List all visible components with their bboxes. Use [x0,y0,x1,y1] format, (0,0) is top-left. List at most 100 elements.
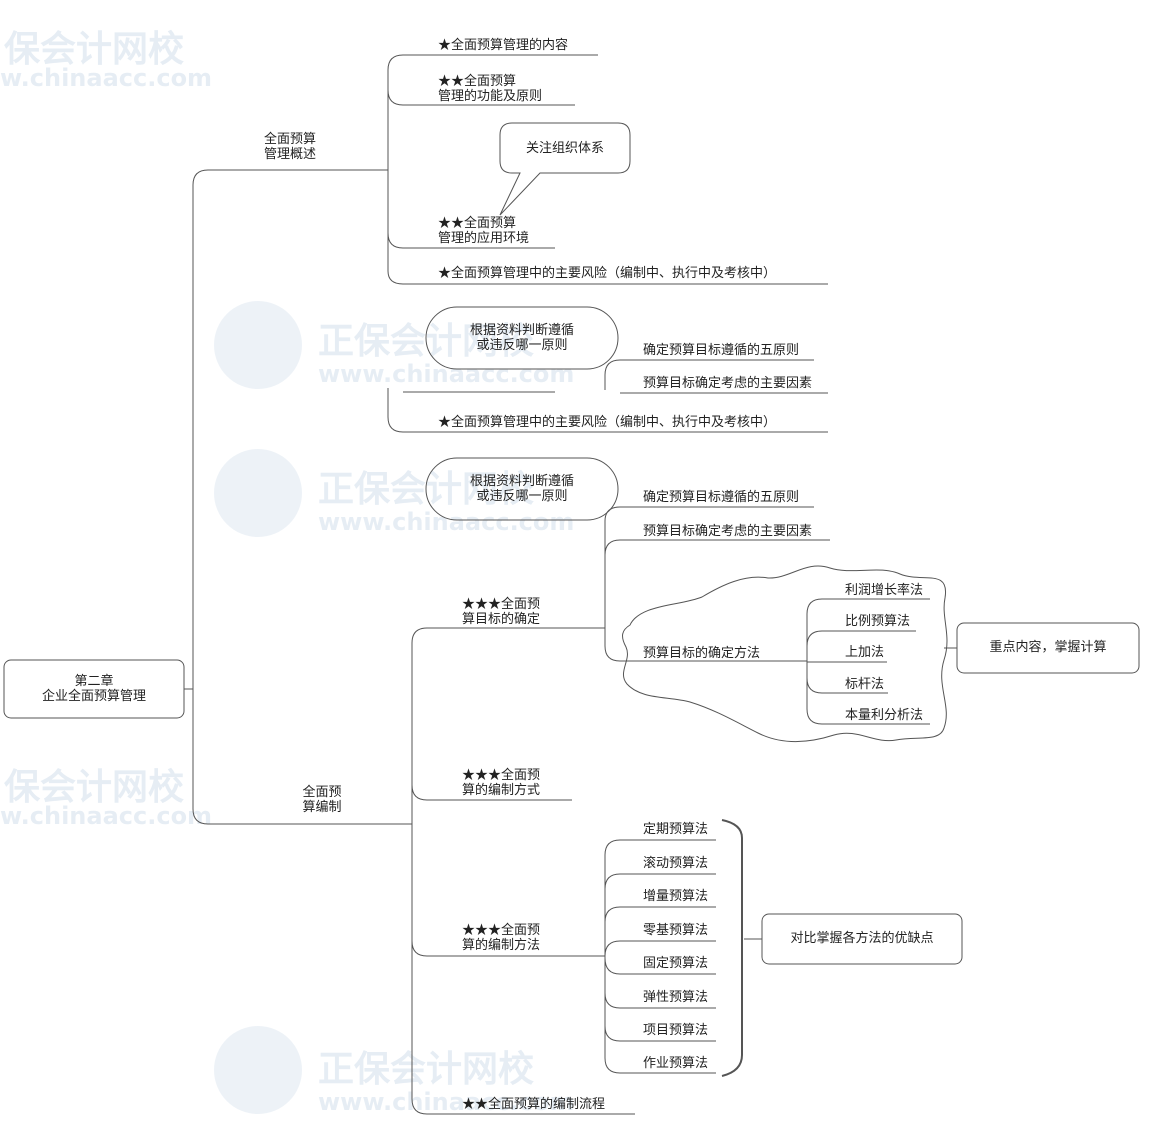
watermark-site: www.chinaacc.com [318,508,575,536]
note-text: 对比掌握各方法的优缺点 [790,931,934,946]
bracket-shape [721,819,743,1077]
method-list-item[interactable]: 项目预算法 [643,1023,709,1038]
connector [411,627,605,644]
method-list-item[interactable]: 增量预算法 [643,889,709,904]
note-box [956,622,1140,674]
connector [604,506,814,522]
ghost-item-factors[interactable]: 预算目标确定考虑的主要因素 [643,376,813,391]
connector [604,992,716,1009]
node-label: 全面预算 [263,132,316,147]
connector [192,169,388,186]
node-label: 算的编制方法 [462,938,541,953]
node-label: 算的编制方式 [462,783,541,798]
root-node[interactable]: 第二章 企业全面预算管理 [4,674,184,704]
node-label: 全面预 [302,785,342,800]
connector [387,270,828,285]
compile-node[interactable]: 全面预 算编制 [272,785,372,815]
ghost-item-principles[interactable]: 确定预算目标遵循的五原则 [643,343,800,358]
node-label: ★★全面预算 [438,216,517,231]
note-text: 重点内容，掌握计算 [989,640,1107,655]
goal-node[interactable]: ★★★全面预 算目标的确定 [462,597,540,627]
overview-item-environment[interactable]: ★★全面预算 管理的应用环境 [438,216,529,246]
bubble-text: 根据资料判断遵循 或违反哪一原则 [426,474,618,504]
overview-item-function[interactable]: ★★全面预算 管理的功能及原则 [438,74,542,104]
connector [387,54,598,71]
method-list-item[interactable]: 固定预算法 [643,956,709,971]
node-label: 算目标的确定 [462,612,541,627]
node-label: 管理的功能及原则 [438,89,543,104]
rounded-bubble [425,457,619,521]
goal-item-methods[interactable]: 预算目标的确定方法 [643,646,761,661]
connector [411,940,605,957]
method-add-up[interactable]: 上加法 [845,645,885,660]
method-list-item[interactable]: 弹性预算法 [643,990,709,1005]
node-label: ★★全面预算 [438,74,517,89]
method-profit-growth[interactable]: 利润增长率法 [845,583,924,598]
note-box [761,913,963,965]
cloud-shape [622,565,948,742]
node-label: 或违反哪一原则 [476,338,568,353]
connector [411,643,635,1115]
method-list-item[interactable]: 零基预算法 [643,923,709,938]
overview-item-risk[interactable]: ★全面预算管理中的主要风险（编制中、执行中及考核中） [438,266,777,281]
ghost-item-risk[interactable]: ★全面预算管理中的主要风险（编制中、执行中及考核中） [438,415,777,430]
node-label: 根据资料判断遵循 [469,474,574,489]
connector [604,940,716,957]
node-label: ★★★全面预 [462,597,541,612]
connector [604,873,716,890]
connector [192,185,412,825]
watermark-brand: 保会计网校 [4,29,185,70]
method-ratio[interactable]: 比例预算法 [845,614,911,629]
method-list-item[interactable]: 滚动预算法 [643,856,709,871]
watermark-site: w.chinaacc.com [0,802,213,830]
way-node[interactable]: ★★★全面预 算的编制方式 [462,768,540,798]
connector [604,521,807,662]
connector [806,677,888,694]
node-label: 管理的应用环境 [438,231,530,246]
method-list-item[interactable]: 定期预算法 [643,822,709,837]
watermark-logo-icon [214,301,302,1114]
rounded-bubble [425,306,619,370]
method-list-item[interactable]: 作业预算法 [643,1056,709,1071]
watermark-site: www.chinaacc.com [318,1088,575,1116]
connector [604,906,716,923]
connector [604,539,830,556]
node-label: 算编制 [302,800,342,815]
watermark-site: www.chinaacc.com [318,360,575,388]
callout-text: 关注组织体系 [525,141,604,156]
connector [604,855,716,1074]
connector [411,784,572,801]
connector [604,359,814,390]
connector [387,232,555,249]
method-cvp[interactable]: 本量利分析法 [845,708,924,723]
node-label: ★★★全面预 [462,768,541,783]
watermark-brand: 保会计网校 [4,767,185,808]
overview-item-content[interactable]: ★全面预算管理的内容 [438,38,569,53]
connector [604,839,716,856]
overview-node[interactable]: 全面预算 管理概述 [240,132,340,162]
bubble-text: 根据资料判断遵循 或违反哪一原则 [426,323,618,353]
node-label: 管理概述 [263,147,316,162]
connector [604,1025,716,1042]
callout-bubble [499,122,631,216]
goal-item-factors[interactable]: 预算目标确定考虑的主要因素 [643,524,813,539]
watermark-brand: 正保会计网校 [318,1049,535,1090]
root-title: 第二章 [74,674,114,689]
process-node[interactable]: ★★全面预算的编制流程 [462,1097,606,1112]
node-label: 根据资料判断遵循 [469,323,574,338]
node-label: 或违反哪一原则 [476,489,568,504]
connector [806,614,930,725]
connector [604,957,716,975]
watermark-site: w.chinaacc.com [0,64,213,92]
connector [806,630,916,647]
connector [387,89,575,106]
root-subtitle: 企业全面预算管理 [41,689,146,704]
method-node[interactable]: ★★★全面预 算的编制方法 [462,923,540,953]
connector [806,598,930,615]
node-label: ★★★全面预 [462,923,541,938]
method-benchmark[interactable]: 标杆法 [845,677,885,692]
goal-item-principles[interactable]: 确定预算目标遵循的五原则 [643,490,800,505]
connector [387,388,828,433]
